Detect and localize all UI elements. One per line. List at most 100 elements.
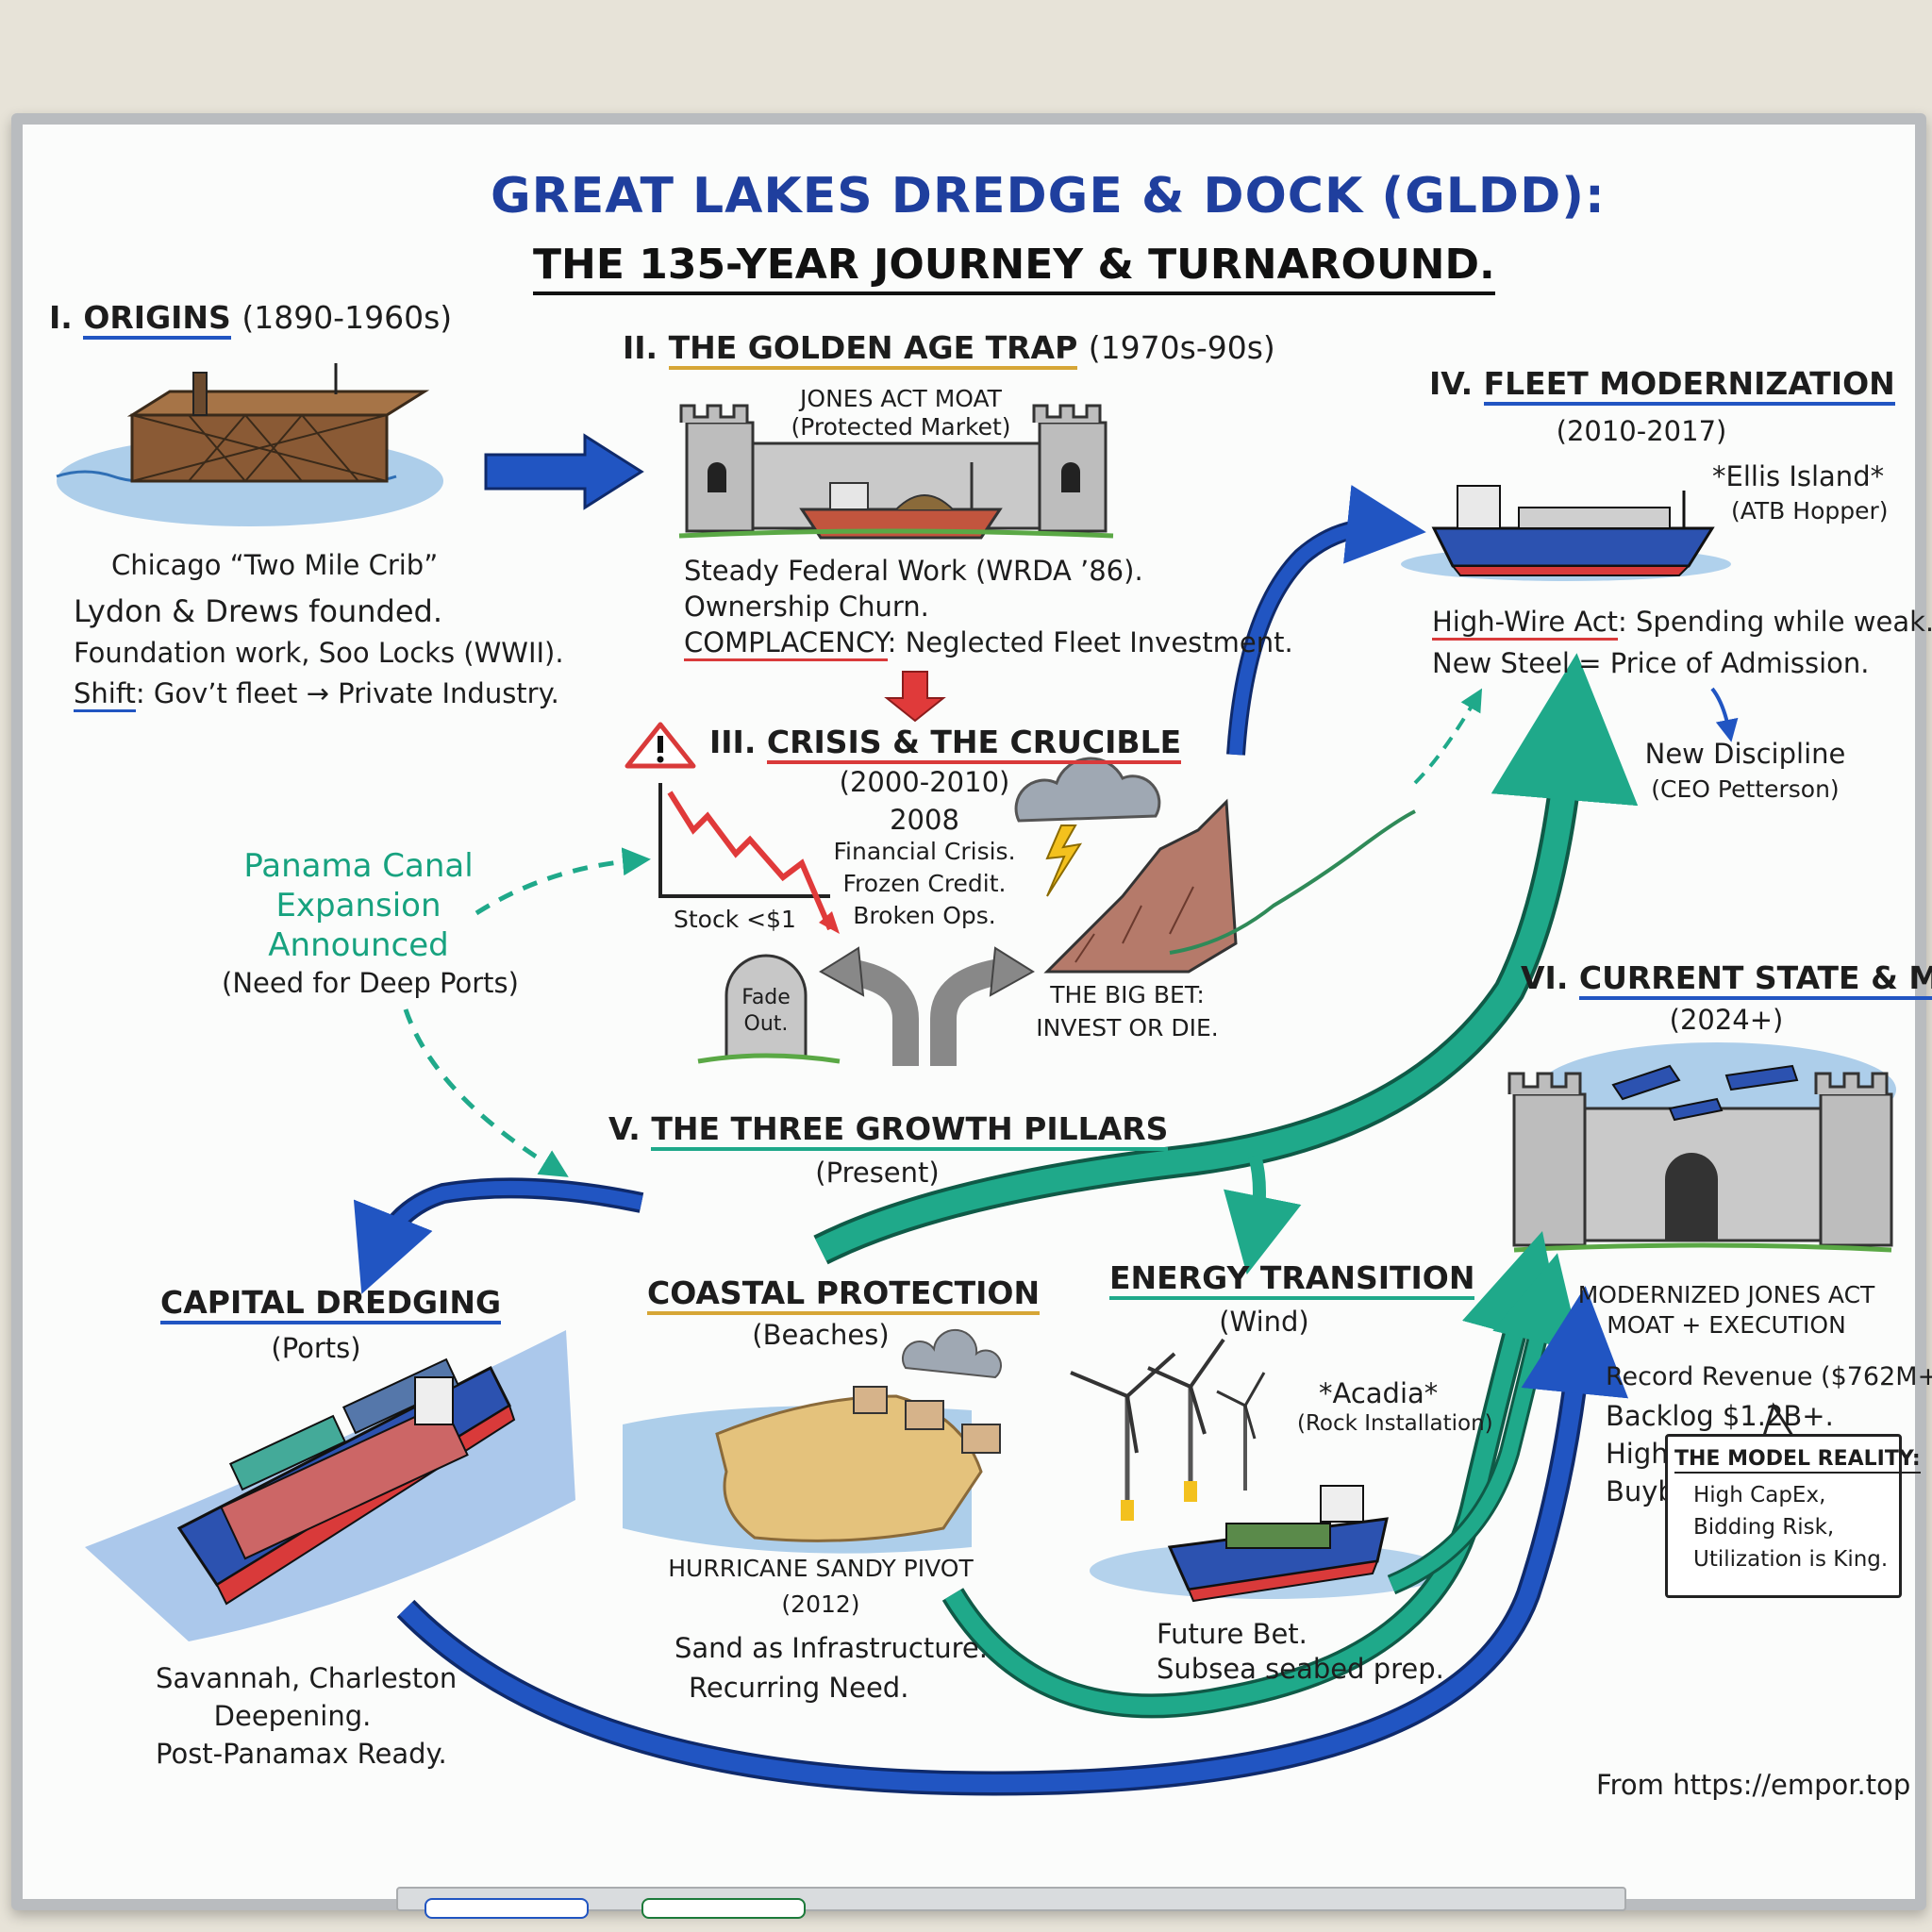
big-bet-line-1: THE BIG BET: <box>1050 981 1205 1008</box>
ceo-label: (CEO Petterson) <box>1651 775 1840 803</box>
crisis-line-3: Broken Ops. <box>853 902 996 929</box>
arrow-crisis-to-fleet <box>1229 485 1426 756</box>
golden-age-complacency-line: COMPLACENCY: Neglected Fleet Investment. <box>684 626 1293 661</box>
coastal-line-2: Recurring Need. <box>689 1672 909 1704</box>
energy-line-1: Future Bet. <box>1157 1618 1307 1650</box>
stock-label: Stock <$1 <box>674 906 796 933</box>
golden-age-heading: THE GOLDEN AGE TRAP <box>668 329 1078 370</box>
capital-dredging-title: CAPITAL DREDGING <box>160 1284 502 1324</box>
sandy-pivot-label: HURRICANE SANDY PIVOT <box>668 1555 974 1582</box>
arrow-origins-to-golden-age <box>484 433 644 510</box>
current-heading-row: VI. CURRENT STATE & MOAT <box>1521 959 1932 1000</box>
origins-shift-rest: : Gov’t fleet → Private Industry. <box>135 677 559 709</box>
arrow-to-new-discipline <box>1710 687 1739 742</box>
origins-caption: Chicago “Two Mile Crib” <box>111 549 439 581</box>
new-discipline-label: New Discipline <box>1644 738 1846 770</box>
origins-heading: ORIGINS <box>83 299 231 340</box>
big-bet-line-2: INVEST OR DIE. <box>1036 1014 1219 1041</box>
blue-marker[interactable] <box>425 1898 589 1919</box>
arrow-panama-to-crisis <box>475 847 651 916</box>
coastal-heading: COASTAL PROTECTION <box>647 1274 1041 1315</box>
fleet-number: IV. <box>1429 365 1474 402</box>
golden-age-line-2: Ownership Churn. <box>684 591 929 623</box>
current-moat-line-2: MOAT + EXECUTION <box>1607 1311 1846 1339</box>
fleet-heading: FLEET MODERNIZATION <box>1483 365 1895 406</box>
complacency-word: COMPLACENCY <box>684 626 888 661</box>
crisis-line-2: Frozen Credit. <box>842 870 1007 897</box>
storm-cloud-icon <box>1014 757 1161 897</box>
green-marker[interactable] <box>641 1898 806 1919</box>
acadia-sublabel: (Rock Installation) <box>1297 1411 1493 1436</box>
panama-sub: (Need for Deep Ports) <box>222 967 519 999</box>
warning-icon <box>625 722 696 769</box>
arrow-coastal-to-current <box>944 1231 1566 1715</box>
source-credit: From https://empor.top <box>1596 1769 1911 1801</box>
capital-dredging-heading: CAPITAL DREDGING <box>160 1284 502 1324</box>
current-moat-line-1: MODERNIZED JONES ACT <box>1577 1281 1875 1308</box>
highwire-word: High-Wire Act <box>1432 606 1619 641</box>
arrow-to-energy <box>1224 1154 1302 1275</box>
model-reality-box <box>1665 1434 1902 1598</box>
golden-age-years: (1970s-90s) <box>1088 329 1275 366</box>
coastal-line-1: Sand as Infrastructure. <box>675 1632 988 1664</box>
container-ship-illustration <box>85 1330 575 1641</box>
acadia-label: *Acadia* <box>1319 1377 1439 1409</box>
origins-line-2: Foundation work, Soo Locks (WWII). <box>74 637 564 669</box>
fleet-line-2: New Steel = Price of Admission. <box>1432 647 1870 679</box>
model-line-1: High CapEx, <box>1693 1483 1826 1507</box>
panama-line-1: Panama Canal <box>243 847 474 885</box>
crisis-heading: CRISIS & THE CRUCIBLE <box>766 724 1182 764</box>
panama-line-2: Expansion <box>275 887 441 924</box>
pillars-heading: THE THREE GROWTH PILLARS <box>651 1110 1169 1151</box>
ellis-island-label: *Ellis Island* <box>1712 460 1885 492</box>
energy-heading: ENERGY TRANSITION <box>1109 1259 1475 1300</box>
jones-act-label: JONES ACT MOAT <box>800 385 1002 412</box>
fleet-years: (2010-2017) <box>1556 415 1727 447</box>
arrow-panama-to-pillars <box>403 1008 569 1177</box>
origins-shift-line: Shift: Gov’t fleet → Private Industry. <box>74 677 559 712</box>
coastal-title: COASTAL PROTECTION <box>647 1274 1041 1315</box>
arrow-capital-to-current <box>399 1286 1629 1792</box>
pillars-number: V. <box>608 1110 641 1147</box>
arrow-golden-to-crisis <box>884 671 946 723</box>
golden-age-heading-row: II. THE GOLDEN AGE TRAP (1970s-90s) <box>623 329 1275 370</box>
origins-heading-row: I. ORIGINS (1890-1960s) <box>49 299 453 340</box>
arrow-pillars-to-fleet <box>815 653 1639 1261</box>
capital-line-2: Deepening. <box>213 1700 372 1732</box>
current-years: (2024+) <box>1669 1004 1784 1036</box>
pillars-sub: (Present) <box>815 1157 940 1189</box>
golden-age-number: II. <box>623 329 658 366</box>
origins-years: (1890-1960s) <box>242 299 453 336</box>
ellis-island-sublabel: (ATB Hopper) <box>1731 497 1889 525</box>
coastal-beach-illustration <box>623 1328 1002 1554</box>
origins-line-1: Lydon & Drews founded. <box>74 593 442 629</box>
capital-dredging-sub: (Ports) <box>271 1332 361 1364</box>
stock-crash-chart-illustration <box>658 783 840 934</box>
model-title: THE MODEL REALITY: <box>1674 1447 1921 1474</box>
model-line-2: Bidding Risk, <box>1693 1515 1835 1540</box>
modern-castle-illustration <box>1507 1042 1896 1253</box>
arrow-to-capital-dredging <box>353 1180 643 1294</box>
crisis-years: (2000-2010) <box>839 766 1010 798</box>
current-heading: CURRENT STATE & MOAT <box>1578 959 1932 1000</box>
crisis-heading-row: III. CRISIS & THE CRUCIBLE <box>709 724 1182 764</box>
crisis-line-1: Financial Crisis. <box>833 838 1016 865</box>
golden-age-line-1: Steady Federal Work (WRDA ’86). <box>684 555 1143 587</box>
highwire-rest: : Spending while weak. <box>1618 606 1932 638</box>
crisis-2008: 2008 <box>890 804 959 836</box>
energy-title: ENERGY TRANSITION <box>1109 1259 1475 1300</box>
sandy-pivot-year: (2012) <box>781 1591 860 1618</box>
model-line-3: Utilization is King. <box>1693 1547 1889 1572</box>
two-mile-crib-illustration <box>56 363 443 526</box>
capital-line-1: Savannah, Charleston <box>156 1662 458 1694</box>
cliff-illustration <box>1043 798 1238 974</box>
ellis-island-ship-illustration <box>1401 485 1731 581</box>
energy-line-2: Subsea seabed prep. <box>1157 1653 1444 1685</box>
origins-number: I. <box>49 299 73 336</box>
crisis-number: III. <box>709 724 757 760</box>
current-line-2: Backlog $1.2B+. <box>1606 1400 1834 1432</box>
wind-turbines-illustration <box>1070 1338 1266 1521</box>
jones-act-sublabel: (Protected Market) <box>791 413 1011 441</box>
fleet-highwire-line: High-Wire Act: Spending while weak. <box>1432 606 1932 641</box>
